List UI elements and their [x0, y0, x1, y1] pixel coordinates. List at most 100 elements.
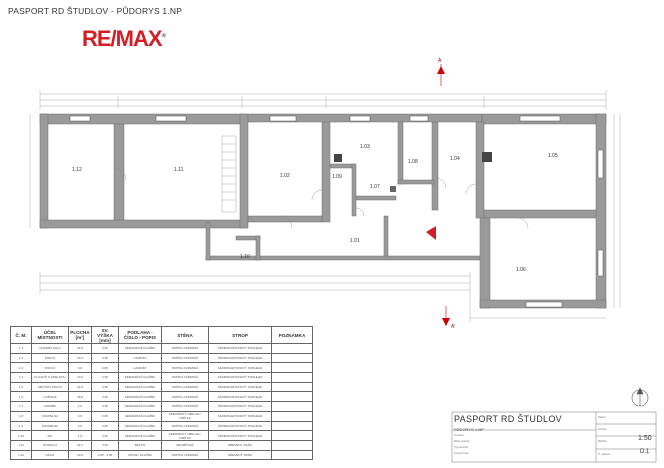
- col-header: SV. VÝŠKA [mm]: [91, 326, 119, 344]
- table-cell: 2,65: [91, 420, 119, 432]
- table-cell: DŘEVĚNÝ TRÁM: [208, 449, 272, 461]
- table-cell: KERAMICKÝ OBKLAD / OMÍTKA: [161, 410, 209, 422]
- north-arrow: [631, 387, 649, 407]
- table-cell: OBÝVACÍ POKOJ: [31, 381, 69, 393]
- table-cell: 1.1: [10, 343, 32, 354]
- room-1-02: 1.02: [280, 173, 290, 179]
- room-1-04: 1.04: [450, 156, 460, 162]
- windows: [69, 115, 604, 308]
- table-cell: [271, 430, 313, 441]
- table-cell: [271, 381, 313, 393]
- section-label-bottom: A': [451, 324, 455, 330]
- table-cell: [271, 439, 313, 451]
- title-block-frame: [451, 411, 657, 463]
- title-block-right-label: Datum:: [598, 416, 607, 419]
- table-cell: 1.12: [10, 449, 32, 461]
- table-cell: NEOMÍTANÁ: [161, 439, 209, 451]
- table-cell: SÁDROKARTONOVÝ PODHLED: [208, 343, 272, 354]
- table-cell: 29,1: [68, 439, 92, 451]
- table-cell: [271, 449, 313, 461]
- table-cell: 1.6: [10, 391, 32, 403]
- title-block-right-label: Formát:: [598, 428, 607, 431]
- table-cell: [271, 352, 313, 364]
- table-cell: 1.3: [10, 362, 32, 374]
- table-cell: SÁDROKARTONOVÝ PODHLED: [208, 401, 272, 412]
- table-cell: [271, 391, 313, 403]
- table-cell: 1.5: [10, 381, 32, 393]
- logo-trademark: ®: [161, 33, 166, 40]
- room-1-10: 1.10: [240, 254, 250, 260]
- table-cell: KUCHYŇ S JÍDELNOU: [31, 372, 69, 383]
- table-cell: KERAMICKÁ DLAŽBA: [118, 401, 162, 412]
- room-1-12: 1.12: [72, 167, 82, 173]
- table-cell: 2,65: [91, 362, 119, 374]
- table-cell: 2,65: [91, 381, 119, 393]
- door-swings: [113, 167, 529, 229]
- table-cell: KERAMICKÁ DLAŽBA: [118, 410, 162, 422]
- table-cell: STODOLA: [31, 439, 69, 451]
- table-cell: 9,8: [68, 362, 92, 374]
- table-cell: SÁDROKARTONOVÝ PODHLED: [208, 381, 272, 393]
- title-block-row: Kontroloval:: [454, 451, 469, 455]
- drawing-title: PASPORT RD ŠTUDLOV - PŮDORYS 1.NP: [8, 6, 183, 16]
- table-cell: 20,3: [68, 352, 92, 364]
- title-block-row: Investor:: [454, 433, 465, 437]
- table-cell: DÍLNA: [31, 449, 69, 461]
- col-header: STĚNA: [161, 326, 209, 344]
- table-cell: LOŽNICE: [31, 391, 69, 403]
- table-cell: 1,6: [68, 430, 92, 441]
- table-cell: LAMINÁT: [118, 362, 162, 374]
- title-block-right-label: Č. výkresu:: [598, 453, 611, 456]
- sheet-number: D.1: [640, 449, 650, 455]
- table-cell: 2,65: [91, 352, 119, 364]
- table-cell: 22,9: [68, 381, 92, 393]
- table-cell: OMÍTKA VÁPENNÁ: [161, 449, 209, 461]
- table-cell: 1.9: [10, 420, 32, 432]
- table-cell: [271, 343, 313, 354]
- room-1-05: 1.05: [548, 153, 558, 159]
- room-1-01: 1.01: [350, 238, 360, 244]
- table-cell: POKOJ: [31, 362, 69, 374]
- table-cell: CHODBA HALA: [31, 343, 69, 354]
- table-cell: [271, 372, 313, 383]
- table-cell: OMÍTKA VÁPENNÁ: [161, 420, 209, 432]
- table-cell: 18,8: [68, 391, 92, 403]
- room-labels: 1.12 1.11 1.02 1.03 1.08 1.04 1.05 1.09 …: [72, 144, 558, 273]
- title-block: PASPORT RD ŠTUDLOV PŮDORYS 1.NP Investor…: [452, 412, 656, 462]
- table-cell: OMÍTKA VÁPENNÁ: [161, 372, 209, 383]
- table-cell: 1.11: [10, 439, 32, 451]
- table-cell: [271, 420, 313, 432]
- table-cell: 1.2: [10, 352, 32, 364]
- table-cell: SÁDROKARTONOVÝ PODHLED: [208, 352, 272, 364]
- table-cell: 2,65: [91, 372, 119, 383]
- table-cell: LAMINÁT: [118, 352, 162, 364]
- col-header: Č. M.: [10, 326, 32, 344]
- table-cell: [271, 362, 313, 374]
- walls: [39, 113, 607, 309]
- room-1-07: 1.07: [370, 184, 380, 190]
- room-1-08: 1.08: [408, 159, 418, 165]
- room-1-09: 1.09: [332, 174, 342, 180]
- table-cell: OMÍTKA VÁPENNÁ: [161, 362, 209, 374]
- table-cell: OMÍTKA VÁPENNÁ: [161, 401, 209, 412]
- table-cell: KERAMICKÁ DLAŽBA: [118, 381, 162, 393]
- table-cell: BETON: [118, 439, 162, 451]
- table-cell: 15,8: [68, 343, 92, 354]
- table-cell: KERAMICKÁ DLAŽBA: [118, 430, 162, 441]
- table-cell: DŘEVĚNÝ TRÁM: [208, 439, 272, 451]
- table-cell: 2,65: [91, 391, 119, 403]
- table-cell: KERAMICKÁ DLAŽBA: [118, 372, 162, 383]
- room-schedule-table: Č. M. ÚČEL MÍSTNOSTI PLOCHA [m²] SV. VÝŠ…: [10, 326, 313, 461]
- table-cell: SÁDROKARTONOVÝ PODHLED: [208, 372, 272, 383]
- table-cell: SÁDROKARTONOVÝ PODHLED: [208, 420, 272, 432]
